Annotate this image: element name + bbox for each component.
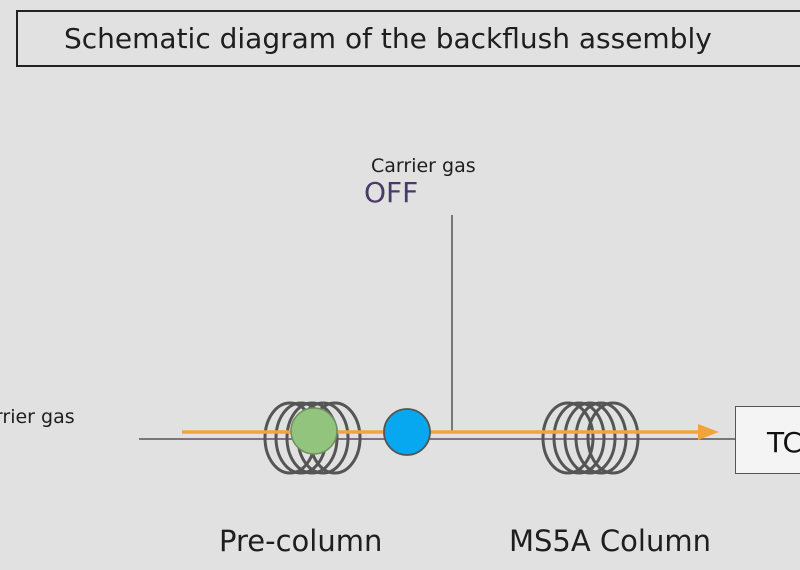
diagram-title: Schematic diagram of the backflush assem…	[64, 22, 712, 55]
flow-arrow-head	[698, 424, 719, 440]
blue-sample-marker	[383, 408, 431, 456]
green-sample-marker	[290, 407, 338, 455]
carrier-gas-left-label: Carrier gas	[0, 406, 75, 428]
pre-column-label: Pre-column	[219, 524, 383, 558]
detector-box: TCD	[735, 406, 800, 474]
carrier-gas-state: OFF	[364, 176, 419, 209]
carrier-gas-top-label: Carrier gas	[371, 155, 476, 177]
detector-label: TCD	[767, 426, 800, 459]
title-box: Schematic diagram of the backflush assem…	[16, 10, 800, 67]
ms5a-column-label: MS5A Column	[509, 524, 711, 558]
ms5a-column-coil	[541, 401, 640, 475]
